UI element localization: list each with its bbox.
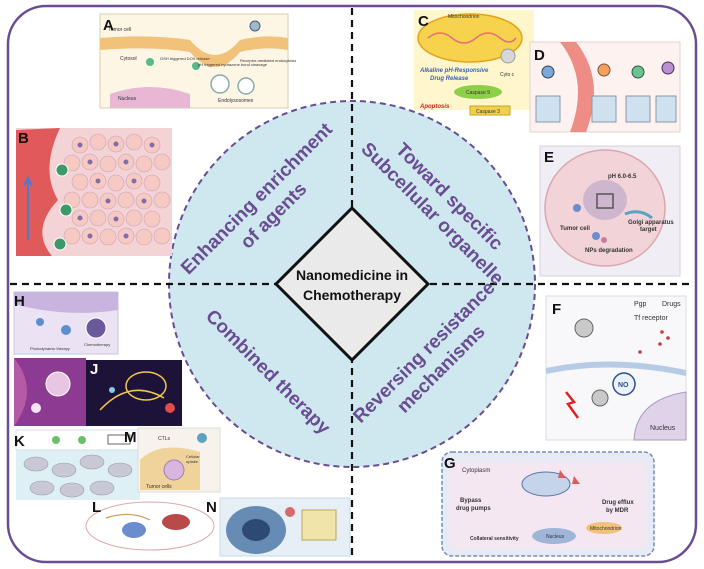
panel-a-cytosol: Cytosol: [120, 56, 137, 62]
panel-m-tumor: Tumor cells: [146, 484, 172, 490]
panel-e-golgi1: Golgi apparatus: [628, 220, 674, 226]
panel-h-image: Photodynamic therapy Chemotherapy: [13, 291, 119, 355]
panel-letter-e: E: [544, 149, 554, 166]
panel-d-image: [529, 41, 681, 133]
panel-f-tf: Tf receptor: [634, 315, 669, 322]
panel-n-image: [219, 497, 351, 557]
panel-letter-f: F: [552, 301, 561, 318]
panel-letter-b: B: [18, 130, 29, 147]
panel-j-image: [86, 360, 182, 426]
panel-g-mito: Mitochondrion: [590, 526, 622, 532]
panel-photothermal-image: [14, 358, 86, 426]
panel-c-title2: Drug Release: [430, 76, 469, 82]
panel-m-image: CTLs Tumor cells Cellular uptake: [137, 427, 221, 493]
panel-g-nucleus: Nucleus: [546, 534, 565, 540]
center-title-line2: Chemotherapy: [303, 287, 401, 303]
panel-f-image: Pgp Drugs Tf receptor NO Nucleus: [545, 295, 687, 441]
panel-a-ph: pH triggered hydrazone bond cleavage: [198, 62, 268, 67]
panel-h-chemo: Chemotherapy: [84, 342, 110, 347]
panel-letter-l: L: [92, 499, 101, 516]
panel-a-nucleus: Nucleus: [118, 96, 137, 102]
panel-letter-j: J: [90, 361, 98, 378]
panel-letter-m: M: [124, 429, 137, 446]
panel-a-endolysosomes: Endolysosomes: [218, 98, 254, 104]
panel-e-tumor: Tumor cell: [560, 226, 590, 232]
panel-c-cyto: Cyto c: [500, 72, 515, 78]
panel-g-collateral: Collateral sensitivity: [470, 536, 519, 542]
panel-c-image: Mitochondrion Alkaline pH-Responsive Dru…: [414, 10, 534, 116]
panel-f-nucleus: Nucleus: [650, 425, 676, 432]
panel-letter-h: H: [14, 293, 25, 310]
panel-c-casp3: Caspase 3: [476, 109, 500, 115]
panel-c-casp9: Caspase 9: [466, 90, 490, 96]
panel-e-image: pH 6.0-6.5 Golgi apparatus target Tumor …: [539, 145, 681, 277]
panel-g-bypass1: Bypass: [460, 498, 482, 504]
panel-e-ph: pH 6.0-6.5: [608, 174, 637, 180]
panel-letter-k: K: [14, 433, 25, 450]
panel-g-efflux1: Drug efflux: [602, 500, 634, 506]
panel-letter-a: A: [103, 17, 114, 34]
panel-m-ctls: CTLs: [158, 436, 170, 442]
panel-m-uptake1: Cellular: [186, 454, 200, 459]
panel-a-tumor-cell: Tumor cell: [108, 27, 131, 33]
panel-a-receptor: Receptor-mediated endocytosis: [240, 58, 296, 63]
center-diamond: [273, 205, 431, 363]
panel-h-pdt: Photodynamic therapy: [30, 346, 70, 351]
panel-l-image: [85, 501, 215, 551]
panel-g-cytoplasm: Cytoplasm: [462, 468, 490, 474]
panel-letter-d: D: [534, 47, 545, 64]
panel-e-deg: NPs degradation: [585, 248, 633, 254]
panel-a-image: Tumor cell Cytosol GSH triggered DOX rel…: [99, 13, 296, 109]
panel-letter-n: N: [206, 499, 217, 516]
panel-a-gsh: GSH triggered DOX release: [160, 56, 210, 61]
panel-letter-c: C: [418, 13, 429, 30]
panel-b-image: [16, 128, 172, 256]
panel-g-bypass2: drug pumps: [456, 506, 491, 512]
center-title-line1: Nanomedicine in: [296, 267, 408, 283]
panel-m-uptake2: uptake: [186, 459, 199, 464]
panel-g-image: Cytoplasm Bypass drug pumps Drug efflux …: [441, 451, 655, 557]
panel-letter-g: G: [444, 455, 456, 472]
panel-e-golgi2: target: [640, 227, 657, 233]
panel-f-pgp: Pgp: [634, 301, 647, 308]
panel-c-title1: Alkaline pH-Responsive: [419, 68, 489, 74]
panel-f-drugs: Drugs: [662, 301, 681, 308]
panel-g-efflux2: by MDR: [606, 508, 629, 514]
panel-f-no: NO: [618, 382, 629, 389]
panel-k-image: [15, 429, 141, 500]
panel-c-mito: Mitochondrion: [448, 14, 480, 20]
panel-c-apoptosis: Apoptosis: [419, 104, 450, 110]
